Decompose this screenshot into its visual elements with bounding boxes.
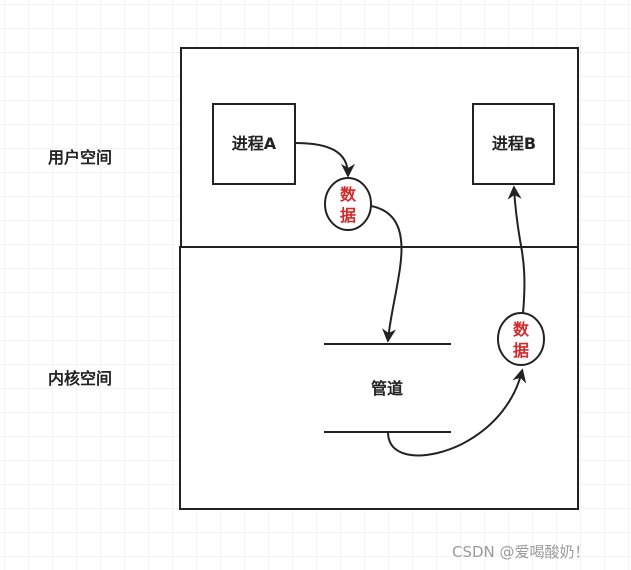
kernel-space-box (179, 246, 579, 510)
arrow-a-to-data (294, 142, 355, 178)
arrow-data-to-pipe (370, 205, 403, 343)
process-a-box (212, 103, 296, 185)
process-b-box (472, 103, 555, 185)
data-badge-top-char-2: 据 (340, 206, 356, 225)
arrow-data-to-b (507, 185, 526, 314)
data-badge-bottom-char-2: 据 (513, 341, 529, 360)
watermark-text: CSDN @爱喝酸奶！ (452, 543, 590, 561)
data-badge-bottom (497, 312, 545, 366)
data-badge-bottom-char-1: 数 (513, 320, 530, 339)
pipe-label: 管道 (371, 379, 403, 398)
kernel-space-label: 内核空间 (48, 369, 112, 388)
data-badge-top (324, 177, 372, 231)
user-space-label: 用户空间 (48, 148, 112, 167)
process-b-label: 进程B (492, 134, 536, 153)
process-a-label: 进程A (232, 134, 277, 153)
arrow-pipe-to-data (387, 368, 527, 457)
data-badge-top-char-1: 数 (340, 185, 357, 204)
